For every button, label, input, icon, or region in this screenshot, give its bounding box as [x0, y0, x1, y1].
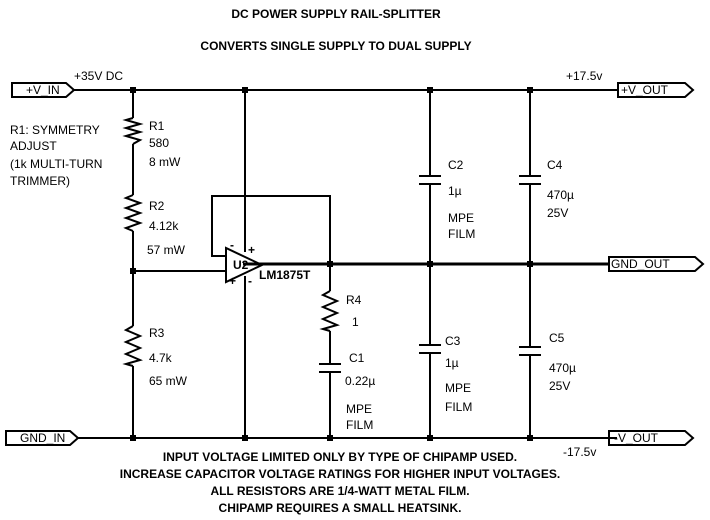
c2-type: FILM — [448, 227, 475, 241]
c1-ref: C1 — [349, 351, 365, 365]
port-v-out: +V_OUT — [617, 82, 695, 98]
diagram-subtitle: CONVERTS SINGLE SUPPLY TO DUAL SUPPLY — [200, 39, 471, 53]
c1-value: 0.22µ — [345, 374, 375, 388]
resistor-r1-symbol — [122, 117, 144, 145]
c2-value: 1µ — [448, 184, 462, 198]
opamp-plus-label: + — [229, 274, 236, 288]
c2-ref: C2 — [448, 158, 464, 172]
r3-value: 4.7k — [149, 351, 173, 365]
opamp-u2-symbol — [225, 246, 265, 284]
c3-type: MPE — [445, 381, 471, 395]
opamp-minus-label: - — [230, 238, 234, 252]
wires — [74, 89, 618, 439]
note-line: INPUT VOLTAGE LIMITED ONLY BY TYPE OF CH… — [163, 450, 517, 464]
opamp-vminus-label: - — [248, 274, 252, 288]
port-v-in-label: +V_IN — [26, 83, 60, 97]
port-v-out-label: +V_OUT — [621, 83, 669, 97]
r3-power: 65 mW — [149, 374, 188, 388]
c5-rating: 25V — [549, 379, 570, 393]
r2-ref: R2 — [149, 199, 165, 213]
r1-value: 580 — [149, 136, 169, 150]
c3-ref: C3 — [445, 334, 461, 348]
r1-note-line: (1k MULTI-TURN — [10, 157, 102, 171]
port-gnd-in-label: GND_IN — [20, 431, 65, 445]
opamp-vplus-label: + — [248, 243, 255, 257]
input-voltage-label: +35V DC — [74, 69, 123, 83]
r4-value: 1 — [352, 315, 359, 329]
capacitor-c3-symbol — [419, 344, 441, 354]
resistor-r3-symbol — [122, 325, 143, 367]
c3-type: FILM — [445, 400, 472, 414]
neg-rail-label: -17.5v — [563, 445, 596, 459]
u2-part: LM1875T — [259, 268, 311, 282]
capacitor-c2-symbol — [419, 175, 441, 185]
r4-ref: R4 — [346, 293, 362, 307]
c5-ref: C5 — [549, 331, 565, 345]
r1-note-line: R1: SYMMETRY — [10, 123, 100, 137]
pos-rail-label: +17.5v — [566, 69, 602, 83]
port-gnd-in: GND_IN — [5, 430, 80, 446]
port-neg-v-out-label: -V_OUT — [614, 431, 659, 445]
c3-value: 1µ — [445, 356, 459, 370]
r1-note-line: ADJUST — [10, 139, 57, 153]
r2-power: 57 mW — [147, 243, 186, 257]
notes: INPUT VOLTAGE LIMITED ONLY BY TYPE OF CH… — [120, 450, 560, 515]
note-line: ALL RESISTORS ARE 1/4-WATT METAL FILM. — [210, 484, 469, 498]
port-neg-v-out: -V_OUT — [608, 430, 695, 446]
c5-value: 470µ — [549, 361, 576, 375]
r2-value: 4.12k — [149, 219, 179, 233]
note-line: INCREASE CAPACITOR VOLTAGE RATINGS FOR H… — [120, 467, 560, 481]
r1-ref: R1 — [149, 119, 165, 133]
c4-value: 470µ — [547, 188, 574, 202]
capacitor-c1-symbol — [319, 363, 341, 373]
capacitor-c5-symbol — [519, 346, 541, 356]
resistor-r4-symbol — [319, 290, 340, 332]
note-line: CHIPAMP REQUIRES A SMALL HEATSINK. — [219, 501, 462, 515]
diagram-title: DC POWER SUPPLY RAIL-SPLITTER — [231, 7, 441, 21]
resistor-r2-symbol — [123, 194, 143, 232]
c4-rating: 25V — [547, 206, 568, 220]
capacitor-c4-symbol — [519, 175, 541, 185]
r3-ref: R3 — [149, 326, 165, 340]
port-gnd-out: GND_OUT — [608, 256, 705, 272]
c4-ref: C4 — [547, 158, 563, 172]
r1-note: R1: SYMMETRY ADJUST (1k MULTI-TURN TRIMM… — [10, 123, 102, 188]
c1-type: FILM — [346, 418, 373, 432]
junction-dots — [130, 87, 533, 441]
c1-type: MPE — [346, 402, 372, 416]
port-v-in: +V_IN — [11, 82, 76, 98]
port-gnd-out-label: GND_OUT — [611, 257, 670, 271]
r1-note-line: TRIMMER) — [10, 174, 70, 188]
r1-power: 8 mW — [149, 155, 181, 169]
c2-type: MPE — [448, 211, 474, 225]
u2-ref: U2 — [233, 258, 249, 272]
